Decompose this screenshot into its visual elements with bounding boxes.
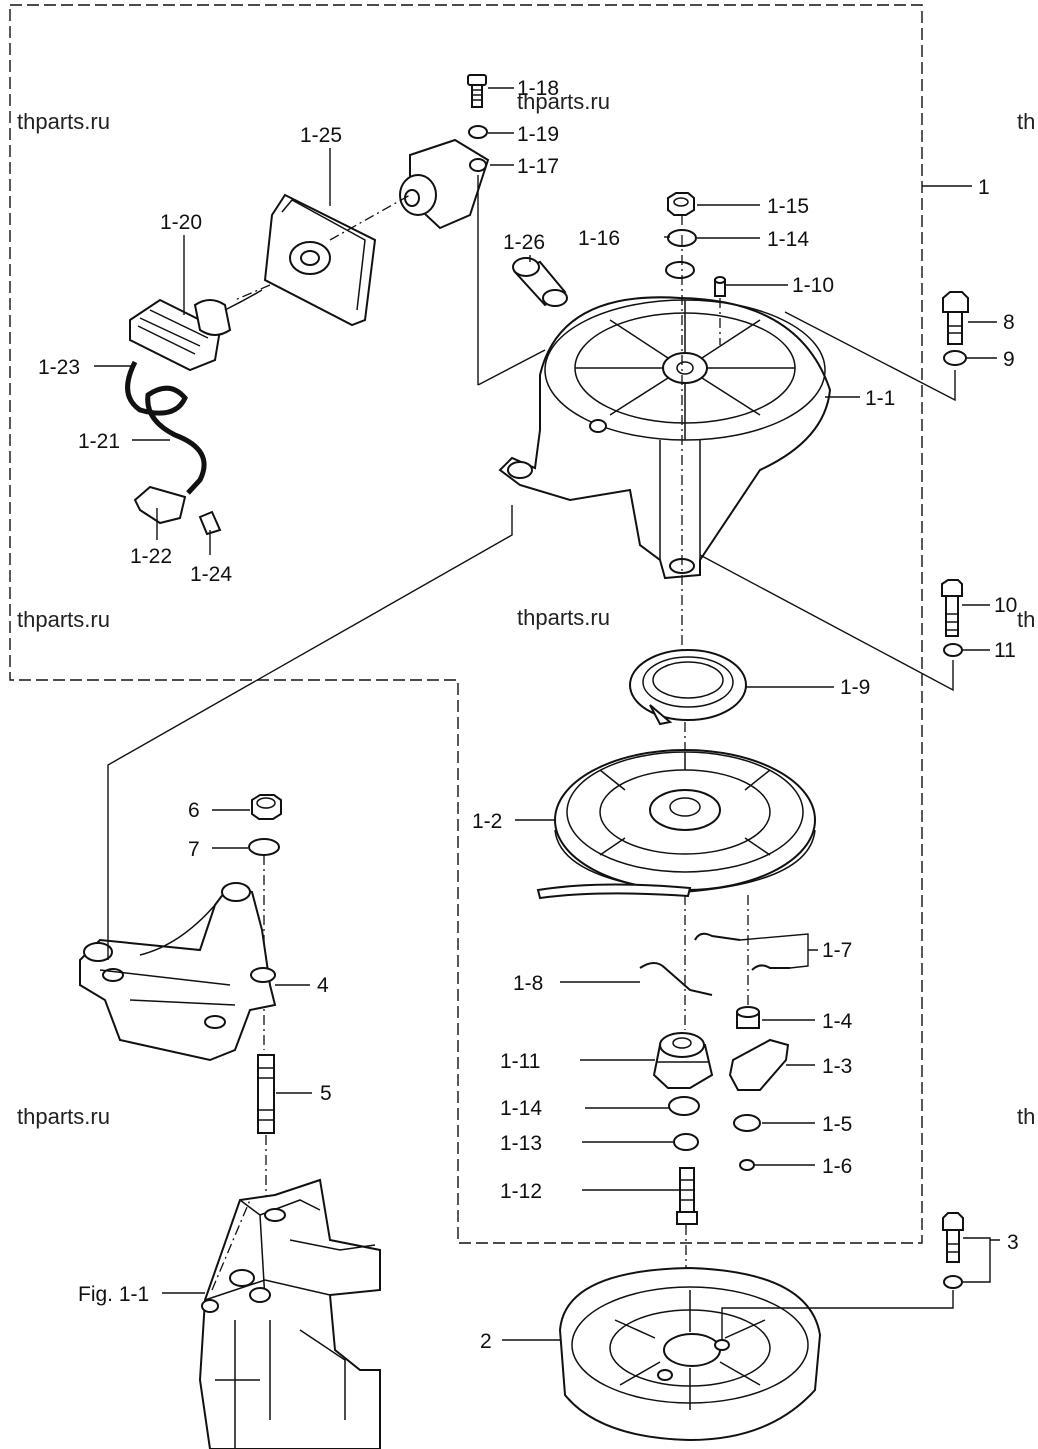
watermark: th <box>1017 1104 1035 1129</box>
part-1-2-reel <box>536 749 816 900</box>
label-1-14-top: 1-14 <box>767 228 809 251</box>
label-2: 2 <box>480 1330 492 1353</box>
label-1-1: 1-1 <box>865 387 895 410</box>
label-5: 5 <box>320 1082 332 1105</box>
label-1-18: 1-18 <box>517 77 559 100</box>
part-1-3-pawl <box>728 1038 790 1091</box>
part-7-washer <box>248 838 280 856</box>
part-1-17-bracket <box>399 138 490 230</box>
label-1-7: 1-7 <box>822 939 852 962</box>
part-2-cover <box>558 1266 822 1442</box>
label-1: 1 <box>978 176 990 199</box>
part-1-25-grommet <box>263 193 377 327</box>
label-1-25: 1-25 <box>300 124 342 147</box>
label-1-13: 1-13 <box>500 1132 542 1155</box>
part-3-bolt <box>942 1212 964 1263</box>
label-7: 7 <box>188 838 200 861</box>
part-8-bolt <box>942 291 969 345</box>
part-1-14-washer-bottom <box>668 1096 700 1116</box>
bolt-8-path-line <box>784 311 956 402</box>
part-9-washer <box>943 350 967 366</box>
part-6-nut <box>251 794 282 820</box>
label-1-6: 1-6 <box>822 1155 852 1178</box>
label-fig-1-1: Fig. 1-1 <box>78 1283 149 1306</box>
watermark: th <box>1017 607 1035 632</box>
part-1-16-washer <box>665 261 695 279</box>
part-1-11-ratchet <box>652 1032 714 1089</box>
label-1-5: 1-5 <box>822 1113 852 1136</box>
label-1-19: 1-19 <box>517 123 559 146</box>
label-1-20: 1-20 <box>160 211 202 234</box>
watermark: thparts.ru <box>17 109 110 134</box>
part-1-7-pawl-spring-a <box>694 932 741 941</box>
label-8: 8 <box>1003 311 1015 334</box>
assembly-boundary <box>9 4 923 1244</box>
part-1-4-collar <box>736 1006 760 1029</box>
label-1-2: 1-2 <box>472 810 502 833</box>
part-10-bolt <box>941 579 963 637</box>
watermark: thparts.ru <box>17 607 110 632</box>
watermark: thparts.ru <box>517 89 610 114</box>
label-1-4: 1-4 <box>822 1010 853 1033</box>
part-1-9-spring <box>629 649 747 726</box>
bracket-to-housing-line-2 <box>477 349 546 386</box>
part-1-10-pin <box>714 276 726 297</box>
label-1-9: 1-9 <box>840 676 870 699</box>
label-1-22: 1-22 <box>130 545 172 568</box>
label-1-21: 1-21 <box>78 430 120 453</box>
part-1-15-nut <box>667 192 695 216</box>
part-1-12-bolt <box>676 1167 698 1225</box>
part-1-5-washer <box>733 1114 761 1132</box>
label-1-23: 1-23 <box>38 356 80 379</box>
label-1-10: 1-10 <box>792 274 834 297</box>
fig-1-1-engine-block <box>198 1178 381 1449</box>
label-1-3: 1-3 <box>822 1055 852 1078</box>
label-1-24: 1-24 <box>190 563 232 586</box>
part-1-19-washer <box>468 125 488 139</box>
part-1-7-leader <box>739 933 818 969</box>
part-1-20-knob <box>129 289 263 372</box>
fig-axis-line <box>211 1199 251 1291</box>
part-1-7-pawl-spring-b <box>751 964 790 971</box>
part-1-1-housing <box>498 296 832 580</box>
label-1-15: 1-15 <box>767 195 809 218</box>
watermark: th <box>1017 109 1035 134</box>
label-9: 9 <box>1003 348 1015 371</box>
part-1-26-rivet <box>512 257 568 307</box>
part-3-washer <box>943 1275 963 1289</box>
part-11-washer <box>943 643 963 657</box>
watermark: thparts.ru <box>517 605 610 630</box>
leader-lines <box>94 87 1000 1341</box>
label-1-11: 1-11 <box>500 1050 540 1073</box>
label-4: 4 <box>317 974 329 997</box>
cable-path-line <box>329 194 411 241</box>
label-3: 3 <box>1007 1231 1019 1254</box>
part-1-24-plate <box>198 510 222 536</box>
part-1-21-cable <box>125 360 207 495</box>
label-6: 6 <box>188 799 200 822</box>
label-1-12: 1-12 <box>500 1180 542 1203</box>
label-1-8: 1-8 <box>513 972 543 995</box>
part-1-18-bolt <box>467 74 487 108</box>
label-11: 11 <box>994 639 1016 662</box>
label-1-17: 1-17 <box>517 155 559 178</box>
part-1-8-spring <box>639 962 713 996</box>
part-5-stud <box>257 1054 275 1134</box>
bolt-3-path-line <box>721 1290 954 1340</box>
bolt-10-path-line <box>699 554 954 692</box>
label-1-26: 1-26 <box>503 231 545 254</box>
part-1-22-clip <box>133 485 187 525</box>
part-4-bracket <box>79 882 277 1062</box>
bracket-to-housing-line <box>107 505 513 960</box>
label-1-16: 1-16 <box>578 227 620 250</box>
part-1-6-clip <box>739 1159 755 1171</box>
label-1-14-bottom: 1-14 <box>500 1097 542 1120</box>
cable-path-line-2 <box>234 284 271 301</box>
label-10: 10 <box>994 594 1017 617</box>
watermark: thparts.ru <box>17 1104 110 1129</box>
part-1-13-washer <box>673 1133 699 1151</box>
